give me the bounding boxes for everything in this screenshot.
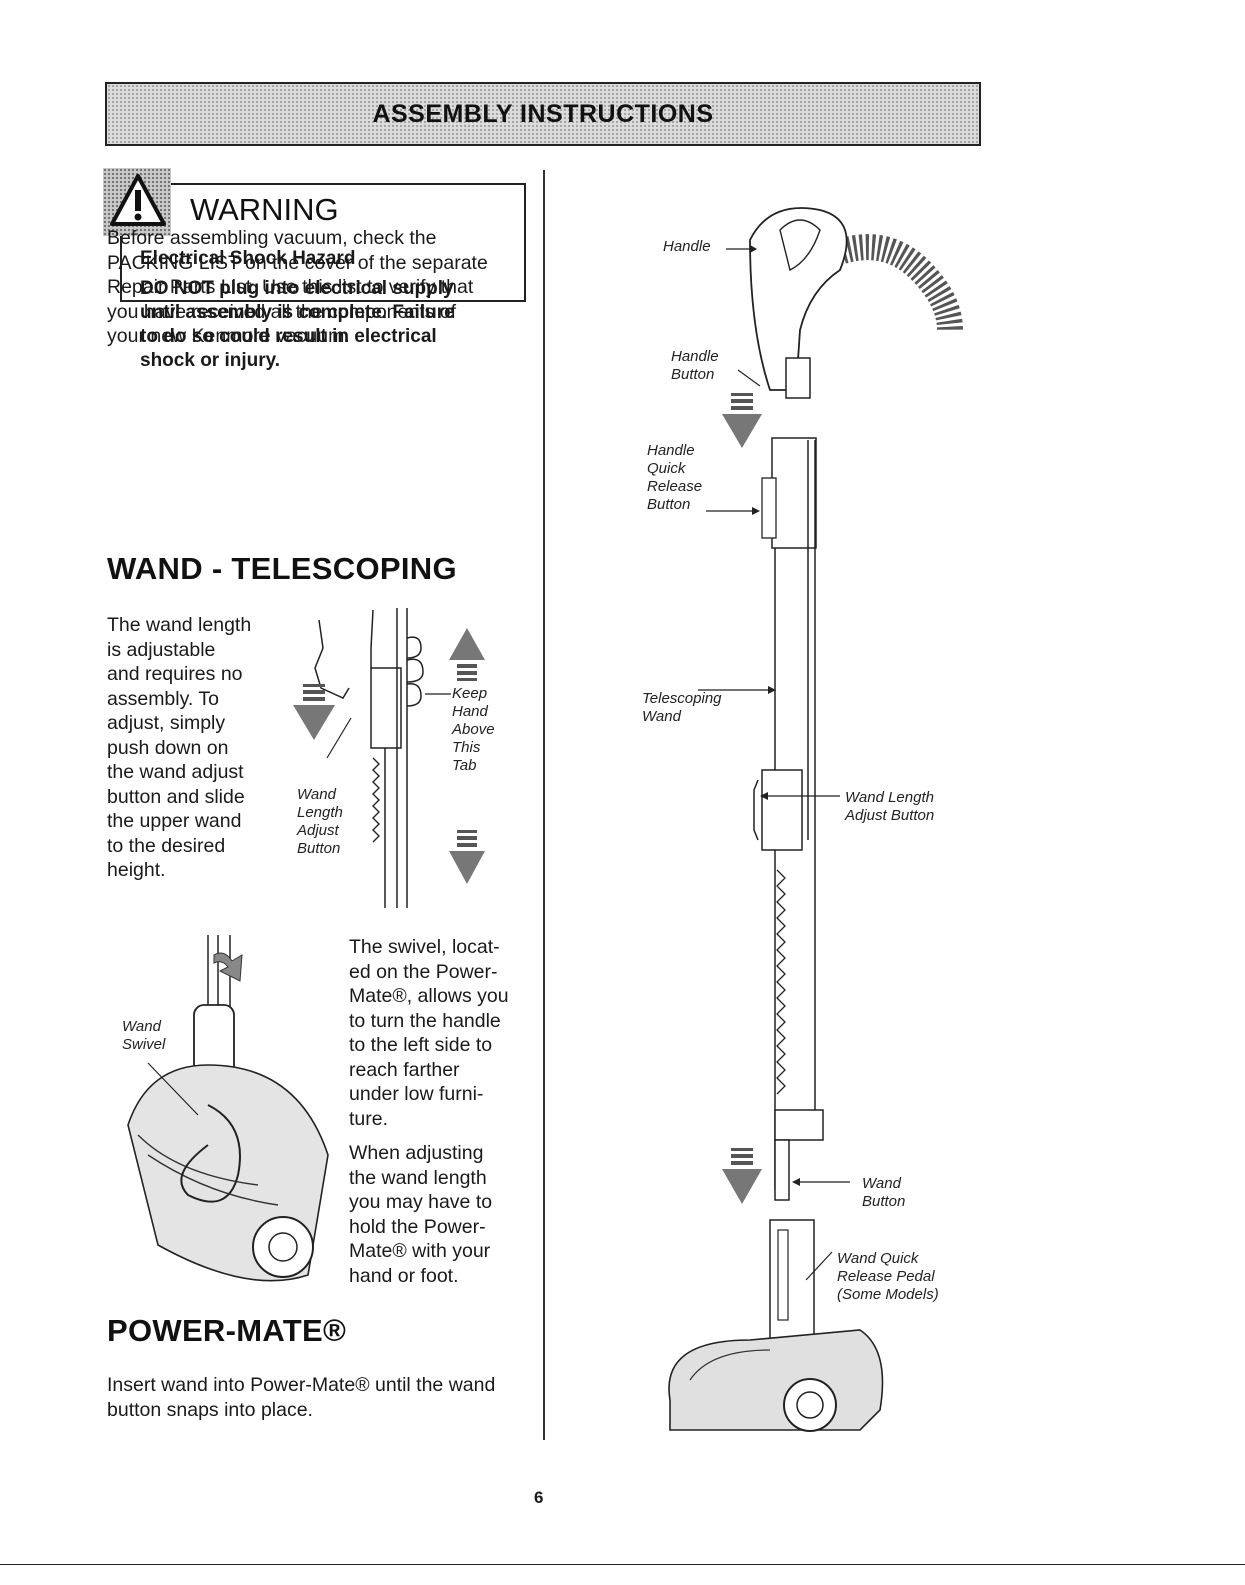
- label-wand-length-adjust-button: Wand Length Adjust Button: [297, 786, 343, 857]
- vacuum-assembly-diagram: [668, 207, 963, 1432]
- warning-body: DO NOT plug into electrical supply until…: [140, 278, 455, 371]
- label-handle-quick-release-button: Handle Quick Release Button: [647, 442, 703, 513]
- label-handle-button: Handle Button: [671, 348, 719, 383]
- wand-heading: WAND - TELESCOPING: [107, 551, 457, 586]
- arrow-down-icon: [293, 684, 335, 740]
- wand-adjust-illustration: [293, 608, 485, 908]
- warning-title: WARNING: [190, 192, 339, 227]
- powermate-paragraph: Insert wand into Power-Mate® until the w…: [107, 1374, 496, 1421]
- label-wand-quick-release-pedal: Wand Quick Release Pedal (Some Models): [837, 1250, 939, 1303]
- wand-instructions: The wand length is adjustable and requir…: [107, 614, 252, 881]
- powermate-heading: POWER-MATE®: [107, 1313, 347, 1348]
- arrow-up-icon: [449, 628, 485, 681]
- column-divider: [543, 170, 545, 1440]
- page-number: 6: [534, 1488, 544, 1507]
- warning-subtitle: Electrical Shock Hazard: [140, 248, 356, 269]
- arrow-down-icon: [449, 830, 485, 884]
- intro-paragraph: Before assembling vacuum, check the PACK…: [107, 227, 488, 347]
- label-handle: Handle: [663, 238, 711, 255]
- adjust-paragraph: When adjusting the wand length you may h…: [349, 1142, 493, 1287]
- section-banner: ASSEMBLY INSTRUCTIONS: [105, 82, 981, 146]
- label-wand-button: Wand Button: [862, 1175, 906, 1210]
- warning-triangle-icon: [110, 174, 166, 226]
- page-title: ASSEMBLY INSTRUCTIONS: [372, 100, 714, 128]
- label-wand-length-adjust: Wand Length Adjust Button: [845, 789, 935, 824]
- label-wand-swivel: Wand Swivel: [122, 1018, 166, 1053]
- swivel-paragraph: The swivel, locat- ed on the Power- Mate…: [349, 936, 509, 1130]
- label-telescoping-wand: Telescoping Wand: [642, 690, 722, 725]
- label-keep-hand-above-tab: Keep Hand Above This Tab: [452, 685, 495, 774]
- warning-box: [120, 183, 526, 302]
- footer-rule: [0, 1564, 1245, 1565]
- wand-swivel-illustration: [127, 935, 329, 1282]
